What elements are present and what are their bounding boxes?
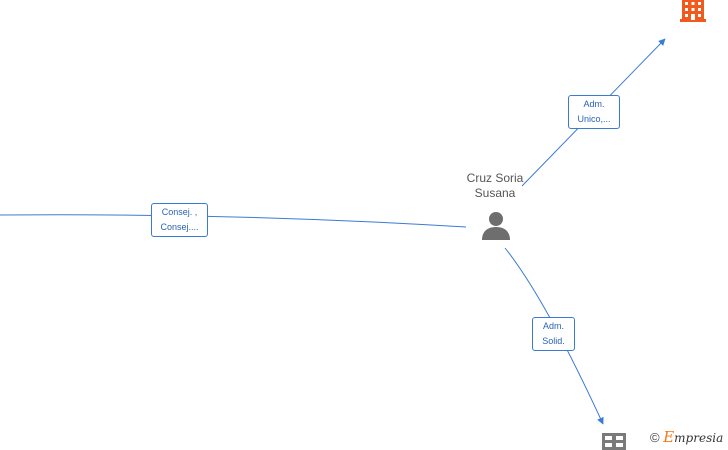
watermark: © Empresia — [650, 428, 723, 446]
brand-logo: Empresia — [663, 428, 724, 446]
building-icon[interactable] — [602, 433, 626, 450]
person-icon[interactable] — [482, 212, 510, 240]
person-name-label[interactable]: Cruz Soria Susana — [445, 171, 545, 201]
edge-label-left-line1: Consej. , — [161, 207, 198, 217]
edge-label-bottom-line2: Solid. — [542, 336, 565, 346]
edge-label-left[interactable]: Consej. , Consej.... — [151, 203, 208, 237]
edge-line-left — [0, 214, 467, 228]
building-icon[interactable] — [680, 0, 706, 22]
person-name-line2: Susana — [474, 186, 516, 200]
edge-label-top[interactable]: Adm. Unico,... — [568, 95, 620, 129]
brand-initial: E — [663, 428, 675, 446]
edge-label-bottom-line1: Adm. — [542, 321, 564, 331]
person-name-line1: Cruz Soria — [466, 171, 524, 185]
copyright-icon: © — [650, 430, 660, 445]
edge-label-top-line2: Unico,... — [577, 114, 611, 124]
brand-rest: mpresia — [674, 431, 724, 445]
edge-label-left-line2: Consej.... — [160, 222, 199, 232]
edge-label-top-line1: Adm. — [583, 99, 605, 109]
edge-label-bottom[interactable]: Adm. Solid. — [532, 317, 575, 351]
